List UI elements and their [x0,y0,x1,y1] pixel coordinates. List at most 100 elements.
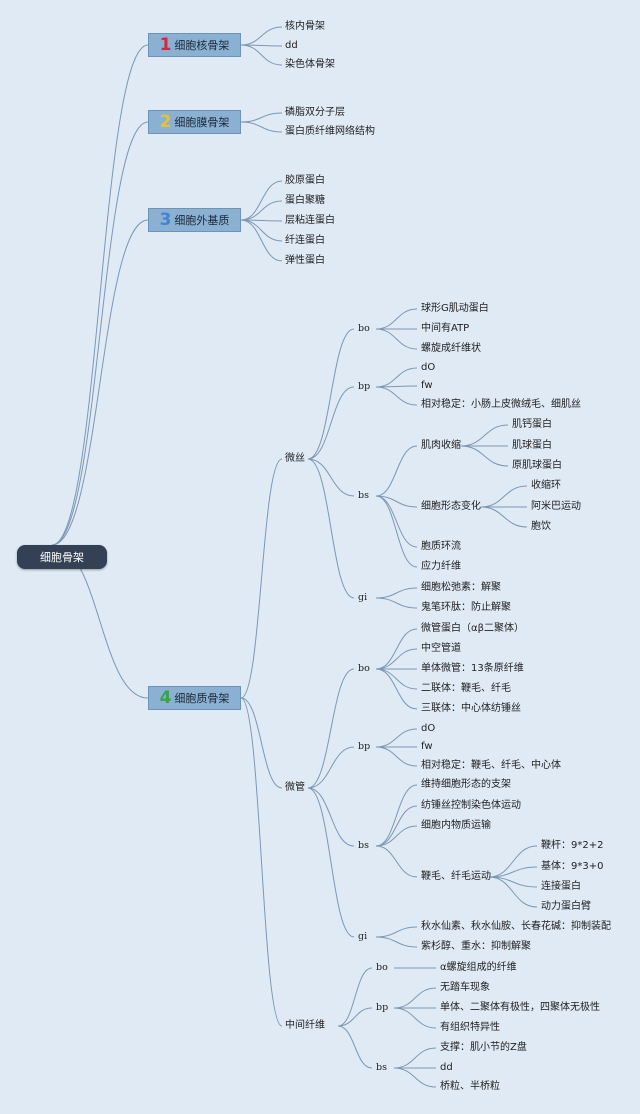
root-to-topic-line [51,44,149,546]
leaf-node[interactable]: 染色体骨架 [285,59,335,70]
connector-line [488,876,538,908]
leaf-node[interactable]: 纺锤丝控制染色体运动 [421,800,521,811]
leaf-node[interactable]: 收缩环 [531,480,561,491]
category-node[interactable]: bp [358,381,371,392]
leaf-node[interactable]: 蛋白聚糖 [285,195,325,206]
leaf-node[interactable]: 紫杉醇、重水：抑制解聚 [421,941,531,952]
leaf-node[interactable]: 相对稳定：小肠上皮微绒毛、细肌丝 [421,399,581,410]
connector-line [375,805,418,847]
leaf-node[interactable]: 相对稳定：鞭毛、纤毛、中心体 [421,760,561,771]
category-node[interactable]: bp [376,1002,389,1013]
leaf-node[interactable]: 弹性蛋白 [285,255,325,266]
leaf-node[interactable]: 微管蛋白（αβ二聚体） [421,623,524,634]
root-node[interactable]: 细胞骨架 [17,545,107,569]
connector-line [375,728,418,748]
leaf-node[interactable]: dd [285,40,298,51]
connector-line [307,458,355,497]
category-node[interactable]: bs [358,490,369,501]
leaf-node[interactable]: 螺旋成纤维状 [421,343,481,354]
leaf-node[interactable]: 球形G肌动蛋白 [421,303,489,314]
leaf-node[interactable]: 支撑：肌小节的Z盘 [440,1042,527,1053]
connector-line [240,697,283,789]
connector-line [240,697,283,1027]
connector-line [307,746,355,789]
leaf-node[interactable]: 中空管道 [421,643,461,654]
leaf-node[interactable]: 磷脂双分子层 [285,107,345,118]
leaf-node[interactable]: 动力蛋白臂 [541,901,591,912]
leaf-node[interactable]: fw [421,741,433,752]
category-node[interactable]: gi [358,592,368,603]
leaf-node[interactable]: α螺旋组成的纤维 [440,962,517,973]
subtopic-node[interactable]: 中间纤维 [285,1020,325,1031]
category-node[interactable]: bs [358,840,369,851]
connector-line [375,495,418,548]
connector-line [307,787,355,847]
category-node[interactable]: bs [376,1062,387,1073]
leaf-node[interactable]: 纤连蛋白 [285,235,325,246]
connector-line [240,112,283,123]
leaf-node[interactable]: 维持细胞形态的支架 [421,779,511,790]
connector-line [375,845,418,878]
leaf-node[interactable]: 细胞松弛素：解聚 [421,582,501,593]
leaf-node[interactable]: 桥粒、半桥粒 [440,1081,500,1092]
connector-line [393,1067,437,1088]
leaf-node[interactable]: 中间有ATP [421,323,470,334]
connector-line [307,386,355,460]
connector-line [240,219,283,242]
leaf-node[interactable]: fw [421,380,433,391]
leaf-node[interactable]: dO [421,362,436,373]
leaf-node[interactable]: dd [440,1062,453,1073]
leaf-node[interactable]: 肌肉收缩 [421,440,461,451]
leaf-node[interactable]: 单体微管：13条原纤维 [421,663,524,674]
leaf-node[interactable]: 细胞形态变化 [421,501,481,512]
connector-line [240,180,283,221]
subtopic-node[interactable]: 微丝 [285,453,305,464]
leaf-node[interactable]: 单体、二聚体有极性，四聚体无极性 [440,1002,600,1013]
leaf-node[interactable]: 胞质环流 [421,541,461,552]
category-node[interactable]: gi [358,931,368,942]
leaf-node[interactable]: 鬼笔环肽：防止解聚 [421,602,511,613]
leaf-node[interactable]: 阿米巴运动 [531,501,581,512]
category-node[interactable]: bo [358,323,370,334]
leaf-node[interactable]: 应力纤维 [421,561,461,572]
leaf-node[interactable]: 基体：9*3+0 [541,861,604,872]
connector-line [375,597,418,609]
leaf-node[interactable]: 胞饮 [531,521,551,532]
root-to-topic-line [51,219,149,546]
leaf-node[interactable]: 核内骨架 [285,21,325,32]
root-label: 细胞骨架 [40,551,84,564]
leaf-node[interactable]: 蛋白质纤维网络结构 [285,126,375,137]
leaf-node[interactable]: 三联体：中心体纺锤丝 [421,703,521,714]
leaf-node[interactable]: 鞭毛、纤毛运动 [421,871,491,882]
leaf-node[interactable]: 层粘连蛋白 [285,215,335,226]
category-node[interactable]: bo [358,663,370,674]
connector-line [307,328,355,460]
connector-line [393,1007,437,1029]
topic-label: 细胞外基质 [174,214,230,227]
leaf-node[interactable]: dO [421,723,436,734]
leaf-node[interactable]: 原肌球蛋白 [512,460,562,471]
category-node[interactable]: bp [358,741,371,752]
connector-line [375,926,418,938]
leaf-node[interactable]: 秋水仙素、秋水仙胺、长春花碱：抑制装配 [421,921,611,932]
connector-line [240,219,283,262]
leaf-node[interactable]: 有组织特异性 [440,1022,500,1033]
subtopic-node[interactable]: 微管 [285,782,305,793]
leaf-node[interactable]: 胶原蛋白 [285,175,325,186]
leaf-node[interactable]: 连接蛋白 [541,881,581,892]
connector-line [337,1025,373,1069]
leaf-node[interactable]: 肌球蛋白 [512,440,552,451]
connector-line [375,936,418,948]
leaf-node[interactable]: 细胞内物质运输 [421,820,491,831]
leaf-node[interactable]: 鞭杆：9*2+2 [541,840,604,851]
leaf-node[interactable]: 二联体：鞭毛、纤毛 [421,683,511,694]
leaf-node[interactable]: 肌钙蛋白 [512,419,552,430]
number-badge-icon: 3 [159,210,172,230]
connector-line [480,485,528,508]
category-node[interactable]: bo [376,962,388,973]
leaf-node[interactable]: 无踏车现象 [440,982,490,993]
